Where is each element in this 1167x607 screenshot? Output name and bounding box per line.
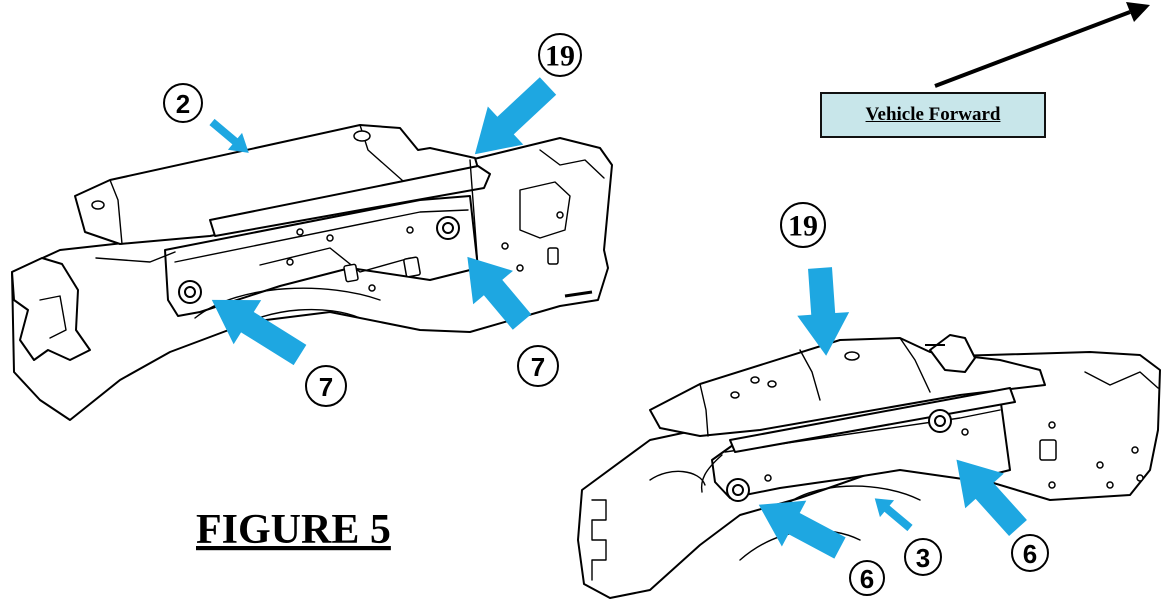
left-bracket-assembly — [11, 124, 613, 421]
svg-text:19: 19 — [788, 210, 818, 243]
callout-19-left: 19 — [538, 33, 582, 77]
svg-text:7: 7 — [319, 372, 333, 402]
right-bracket-assembly — [577, 334, 1161, 599]
callout-7-right: 7 — [517, 345, 559, 387]
svg-text:6: 6 — [1023, 539, 1037, 569]
svg-text:19: 19 — [545, 40, 575, 73]
callout-6-left: 6 — [849, 560, 885, 596]
arrow-6-right — [956, 459, 1027, 537]
arrow-19-right — [797, 267, 850, 356]
callout-2: 2 — [163, 83, 203, 123]
svg-text:2: 2 — [176, 89, 190, 119]
svg-text:7: 7 — [531, 352, 545, 382]
vehicle-forward-label: Vehicle Forward — [820, 92, 1046, 138]
arrow-6-left — [758, 500, 846, 559]
arrow-2 — [209, 118, 249, 153]
arrow-7-left — [211, 299, 307, 366]
svg-text:3: 3 — [916, 543, 930, 573]
arrow-3 — [874, 498, 913, 532]
figure-title: FIGURE 5 — [196, 507, 391, 553]
bolt-6-right — [928, 409, 952, 433]
callout-3: 3 — [904, 538, 942, 576]
callout-7-left: 7 — [305, 365, 347, 407]
svg-text:6: 6 — [860, 564, 874, 594]
vehicle-forward-arrow — [934, 2, 1150, 88]
arrow-19-left — [474, 77, 557, 155]
bolt-6-left — [726, 478, 750, 502]
callout-19-right: 19 — [780, 202, 826, 248]
bolt-7-right — [436, 216, 460, 240]
arrow-7-right — [467, 256, 532, 330]
callout-6-right: 6 — [1011, 534, 1049, 572]
bolt-7-left — [178, 280, 202, 304]
